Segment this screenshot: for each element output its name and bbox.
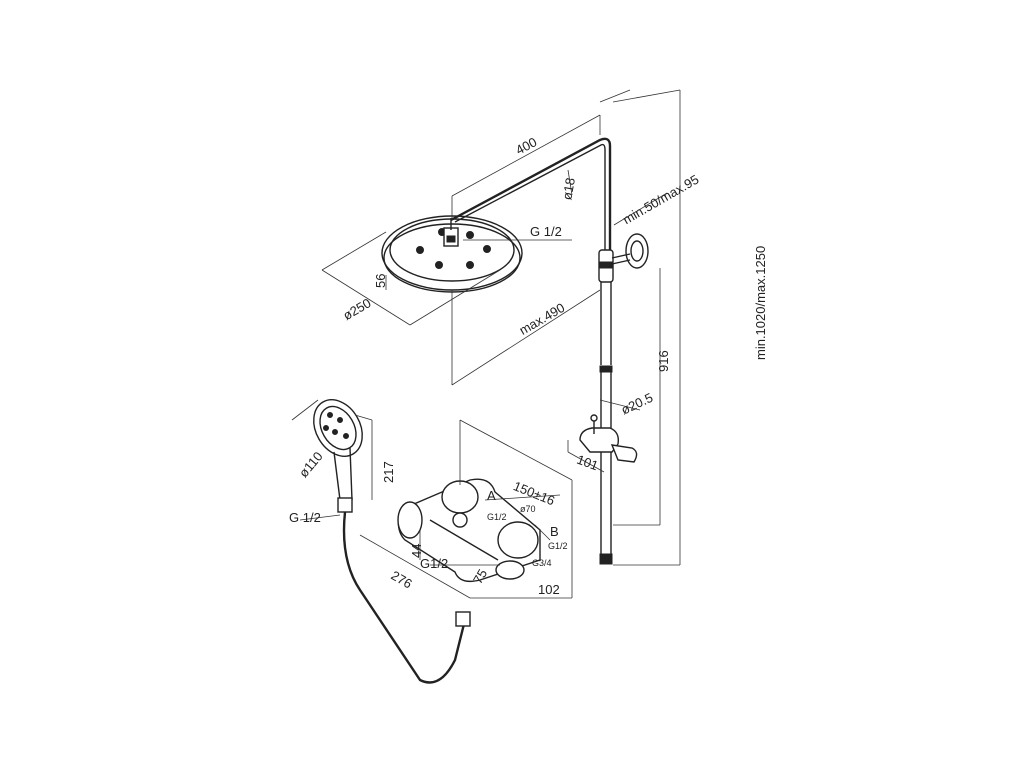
dim-head-height: 56: [373, 274, 388, 288]
dim-outlet-offset: 75: [470, 567, 490, 587]
dim-thread-hand: G 1/2: [289, 510, 321, 525]
dim-thread-b: G1/2: [548, 541, 568, 551]
dim-holder-range: min.50/max.95: [620, 172, 701, 228]
dim-head-projection: max.490: [517, 300, 568, 338]
dim-mixer-depth: 102: [538, 582, 560, 597]
dim-thread-inlet: G3/4: [532, 558, 552, 568]
dimension-lines: [291, 89, 681, 599]
thermostatic-mixer: [397, 478, 541, 583]
rain-shower-head: [381, 215, 523, 293]
dim-thread-a: G1/2: [487, 512, 507, 522]
dim-knob-diameter: ø70: [520, 504, 536, 514]
dim-thread-bottom: G1/2: [420, 556, 448, 571]
hand-shower: [313, 399, 363, 513]
dim-hand-diameter: ø110: [296, 449, 326, 481]
dim-overall-height: min.1020/max.1250: [753, 246, 768, 360]
label-outlet-a: A: [487, 488, 496, 503]
dim-slider-depth: 101: [575, 452, 601, 474]
shower-arm: [450, 137, 612, 250]
label-outlet-b: B: [550, 524, 559, 539]
shower-hose: [342, 511, 471, 684]
riser-rail: [598, 249, 614, 565]
wall-bracket: [611, 233, 649, 269]
dim-thread-head: G 1/2: [530, 224, 562, 239]
dim-head-width: 400: [513, 134, 539, 157]
dim-rail-length: 916: [656, 350, 671, 372]
dim-mixer-length: 276: [389, 568, 415, 592]
dim-hand-length: 217: [381, 461, 396, 483]
dim-pipe-diameter: ø18: [559, 177, 578, 202]
hand-shower-slider: [579, 414, 638, 463]
dim-rail-diameter: ø20.5: [619, 390, 655, 418]
dim-mixer-height: 44: [409, 544, 424, 558]
